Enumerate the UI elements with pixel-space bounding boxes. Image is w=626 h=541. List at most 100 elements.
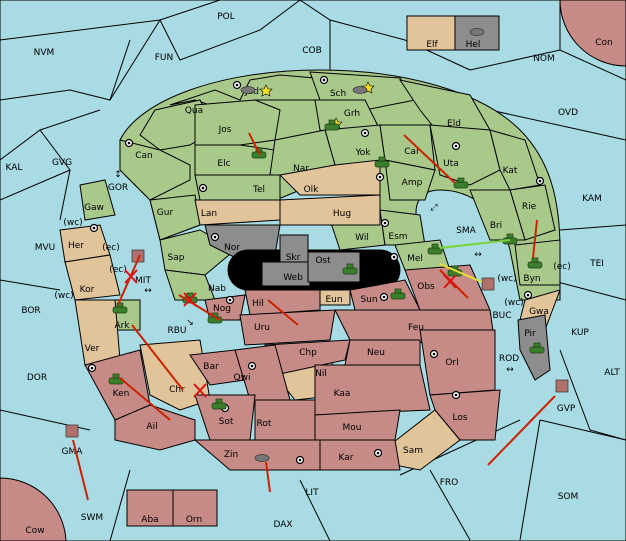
supply-center-icon: [319, 75, 329, 85]
label-Her: Her: [68, 241, 84, 251]
label-Nab: Nab: [208, 284, 226, 294]
label-Kor: Kor: [80, 285, 95, 295]
label-RBU: RBU: [167, 326, 186, 336]
label-SMA: SMA: [456, 226, 476, 236]
label-Ver: Ver: [85, 344, 100, 354]
label-GVP: GVP: [557, 404, 576, 414]
tank-icon: [112, 302, 128, 314]
land-labels: Con Elf Hel Jad Sch Qua Grh Eld Jos Can …: [25, 38, 612, 536]
label-TEI: TEI: [589, 259, 604, 269]
green-regions: [79, 71, 561, 331]
supply-center-icon: [232, 80, 242, 90]
sea-labels: POL NVM FUN COB NOM OVD KAL GVG MVU BOR …: [6, 12, 621, 530]
label-Ark: Ark: [114, 321, 130, 331]
label-NVM: NVM: [34, 48, 55, 58]
region-Los[interactable]: [429, 389, 501, 441]
fleet-icon: [254, 454, 270, 462]
label-Obs: Obs: [417, 282, 435, 292]
region-Skr[interactable]: [279, 234, 309, 264]
dislodge-x-icon: [183, 292, 197, 307]
region-Web[interactable]: [261, 261, 311, 287]
label-Sun: Sun: [360, 295, 377, 305]
label-Cow: Cow: [25, 526, 44, 536]
region-Uru[interactable]: [239, 309, 336, 346]
units: [65, 28, 569, 462]
label-ALT: ALT: [604, 368, 620, 378]
label-SOM: SOM: [558, 492, 579, 502]
label-Qua: Qua: [185, 106, 203, 116]
region-Kaa[interactable]: [314, 364, 431, 416]
label-Aba: Aba: [141, 515, 158, 525]
dislodge-x-icon: [193, 383, 207, 398]
region-Hil[interactable]: [244, 289, 321, 316]
label-ROD: ROD: [499, 354, 519, 364]
label-Esm: Esm: [388, 232, 407, 242]
region-Can[interactable]: [119, 139, 191, 201]
region-Jos[interactable]: [194, 99, 281, 146]
label-Sap: Sap: [168, 253, 185, 263]
supply-center-icon: [225, 295, 235, 305]
region-Elf[interactable]: [406, 15, 456, 51]
label-GMA: GMA: [62, 447, 84, 457]
region-Tel[interactable]: [194, 174, 281, 201]
label-Eun: Eun: [325, 295, 342, 305]
label-OVD: OVD: [558, 108, 578, 118]
label-Eld: Eld: [447, 119, 461, 129]
tank-icon: [390, 288, 406, 300]
label-Hil: Hil: [252, 299, 264, 309]
coast-tag: (ec): [553, 262, 571, 272]
label-Pir: Pir: [524, 329, 536, 339]
supply-center-icon: [523, 290, 533, 300]
label-GVG: GVG: [52, 158, 72, 168]
region-Kor[interactable]: [64, 254, 121, 301]
label-Elf: Elf: [426, 40, 438, 50]
label-Rot: Rot: [257, 419, 272, 429]
region-Kar[interactable]: [319, 439, 401, 471]
region-Orn[interactable]: [172, 489, 218, 527]
label-Nor: Nor: [224, 243, 240, 253]
tank-icon: [324, 119, 340, 131]
label-Elc: Elc: [217, 159, 230, 169]
label-Can: Can: [135, 151, 153, 161]
label-POL: POL: [217, 12, 235, 22]
label-Feu: Feu: [408, 323, 424, 333]
region-Cow[interactable]: [0, 477, 67, 541]
region-Amp[interactable]: [384, 159, 436, 201]
supply-center-icon: [210, 232, 220, 242]
label-Ail: Ail: [146, 422, 157, 432]
coast-tag: (wc): [497, 274, 516, 284]
label-Sch: Sch: [330, 89, 346, 99]
region-Bri[interactable]: [469, 189, 526, 241]
label-Kar: Kar: [339, 453, 354, 463]
supply-center-icon: [198, 183, 208, 193]
region-Con[interactable]: [559, 0, 626, 67]
label-Grh: Grh: [344, 109, 360, 119]
coast-tag: (ec): [109, 265, 127, 275]
region-Hug[interactable]: [279, 194, 381, 226]
label-Hug: Hug: [333, 209, 351, 219]
region-Yok[interactable]: [324, 124, 386, 166]
label-Orl: Orl: [445, 358, 458, 368]
label-Jos: Jos: [218, 125, 232, 135]
double-arrow-icon: ⤢: [429, 203, 437, 213]
label-Orn: Orn: [186, 515, 202, 525]
label-Wil: Wil: [355, 233, 369, 243]
supply-center-icon: [389, 252, 399, 262]
label-FUN: FUN: [155, 53, 174, 63]
label-GOR: GOR: [108, 183, 128, 193]
fleet-icon: [352, 86, 368, 94]
label-DOR: DOR: [27, 373, 47, 383]
region-Gaw[interactable]: [79, 179, 116, 221]
dislodge-marks: [124, 269, 457, 398]
supply-center-icon: [124, 138, 134, 148]
label-LIT: LIT: [305, 488, 319, 498]
double-arrow-icon: ↔: [144, 286, 152, 296]
supply-center-icon: [360, 128, 370, 138]
dislodge-x-icon: [124, 269, 138, 284]
label-COB: COB: [302, 46, 322, 56]
tank-icon: [342, 263, 358, 275]
region-Aba[interactable]: [126, 489, 174, 527]
region-Elc[interactable]: [194, 144, 276, 176]
tank-icon: [374, 156, 390, 168]
tank-icon: [211, 398, 227, 410]
